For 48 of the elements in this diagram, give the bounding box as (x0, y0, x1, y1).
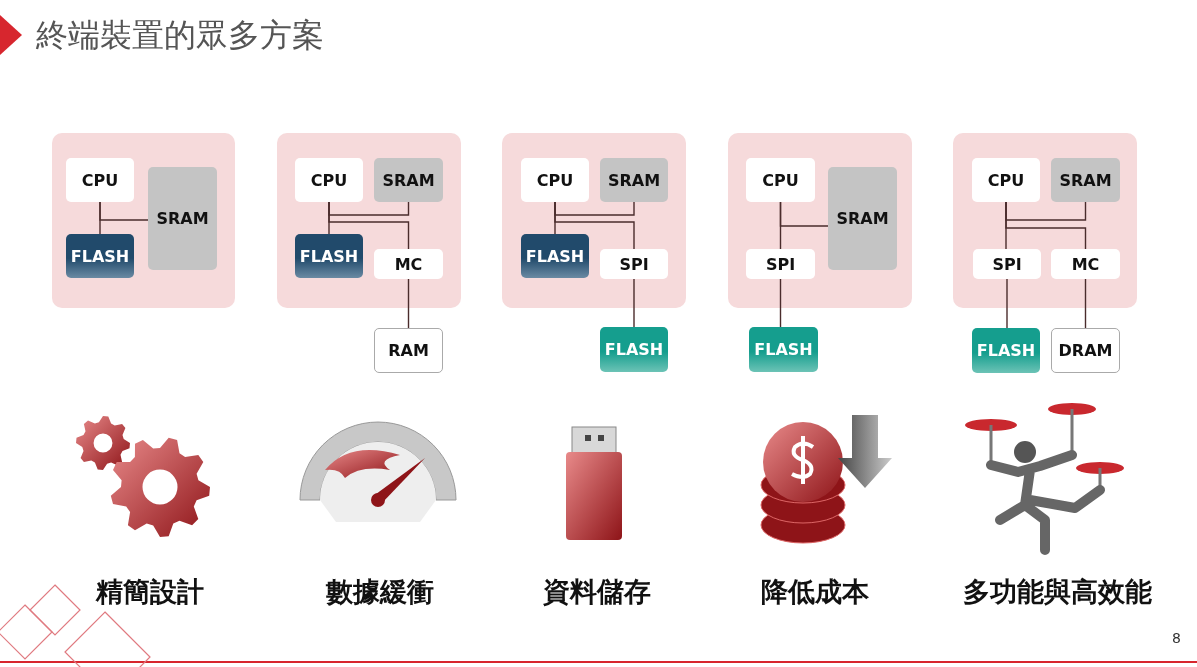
panel-background (728, 133, 912, 308)
feature-caption: 降低成本 (761, 575, 869, 609)
component-box: CPU (746, 158, 815, 202)
feature-caption: 多功能與高效能 (962, 575, 1152, 609)
bus-line (99, 201, 149, 221)
flash-chip-box: FLASH (749, 327, 818, 372)
panel-background (953, 133, 1137, 308)
panel-background (277, 133, 461, 308)
bus-line (1006, 278, 1008, 329)
component-box: MC (374, 249, 443, 279)
flash-chip-box: FLASH (521, 234, 589, 278)
bus-line (1084, 278, 1087, 329)
flash-chip-box: FLASH (972, 328, 1040, 373)
component-box: CPU (521, 158, 589, 202)
memory-box: SRAM (148, 167, 217, 270)
bus-line (633, 278, 635, 328)
bus-line (1005, 201, 1087, 250)
component-box: CPU (295, 158, 363, 202)
component-box: DRAM (1051, 328, 1120, 373)
bus-line (328, 201, 410, 216)
panel-background (52, 133, 235, 308)
component-box: CPU (66, 158, 134, 202)
flash-chip-box: FLASH (295, 234, 363, 278)
memory-box: SRAM (600, 158, 668, 202)
component-box: SPI (600, 249, 668, 279)
page-number: 8 (1172, 630, 1181, 646)
bus-line (779, 278, 782, 328)
title: 終端裝置的眾多方案 (36, 15, 324, 56)
memory-box: SRAM (828, 167, 897, 270)
feature-caption: 數據緩衝 (326, 575, 434, 609)
component-box: SPI (746, 249, 815, 279)
bus-line (554, 201, 635, 216)
bus-line (779, 201, 829, 227)
feature-caption: 精簡設計 (96, 575, 204, 609)
component-box: MC (1051, 249, 1120, 279)
component-box: RAM (374, 328, 443, 373)
flash-chip-box: FLASH (66, 234, 134, 278)
bus-line (328, 201, 410, 250)
flash-chip-box: FLASH (600, 327, 668, 372)
component-box: SPI (973, 249, 1041, 279)
panel-background (502, 133, 686, 308)
bus-line (1005, 201, 1087, 221)
bus-line (407, 278, 410, 329)
feature-caption: 資料儲存 (543, 575, 651, 609)
component-box: CPU (972, 158, 1040, 202)
bus-line (554, 201, 635, 250)
memory-box: SRAM (1051, 158, 1120, 202)
memory-box: SRAM (374, 158, 443, 202)
